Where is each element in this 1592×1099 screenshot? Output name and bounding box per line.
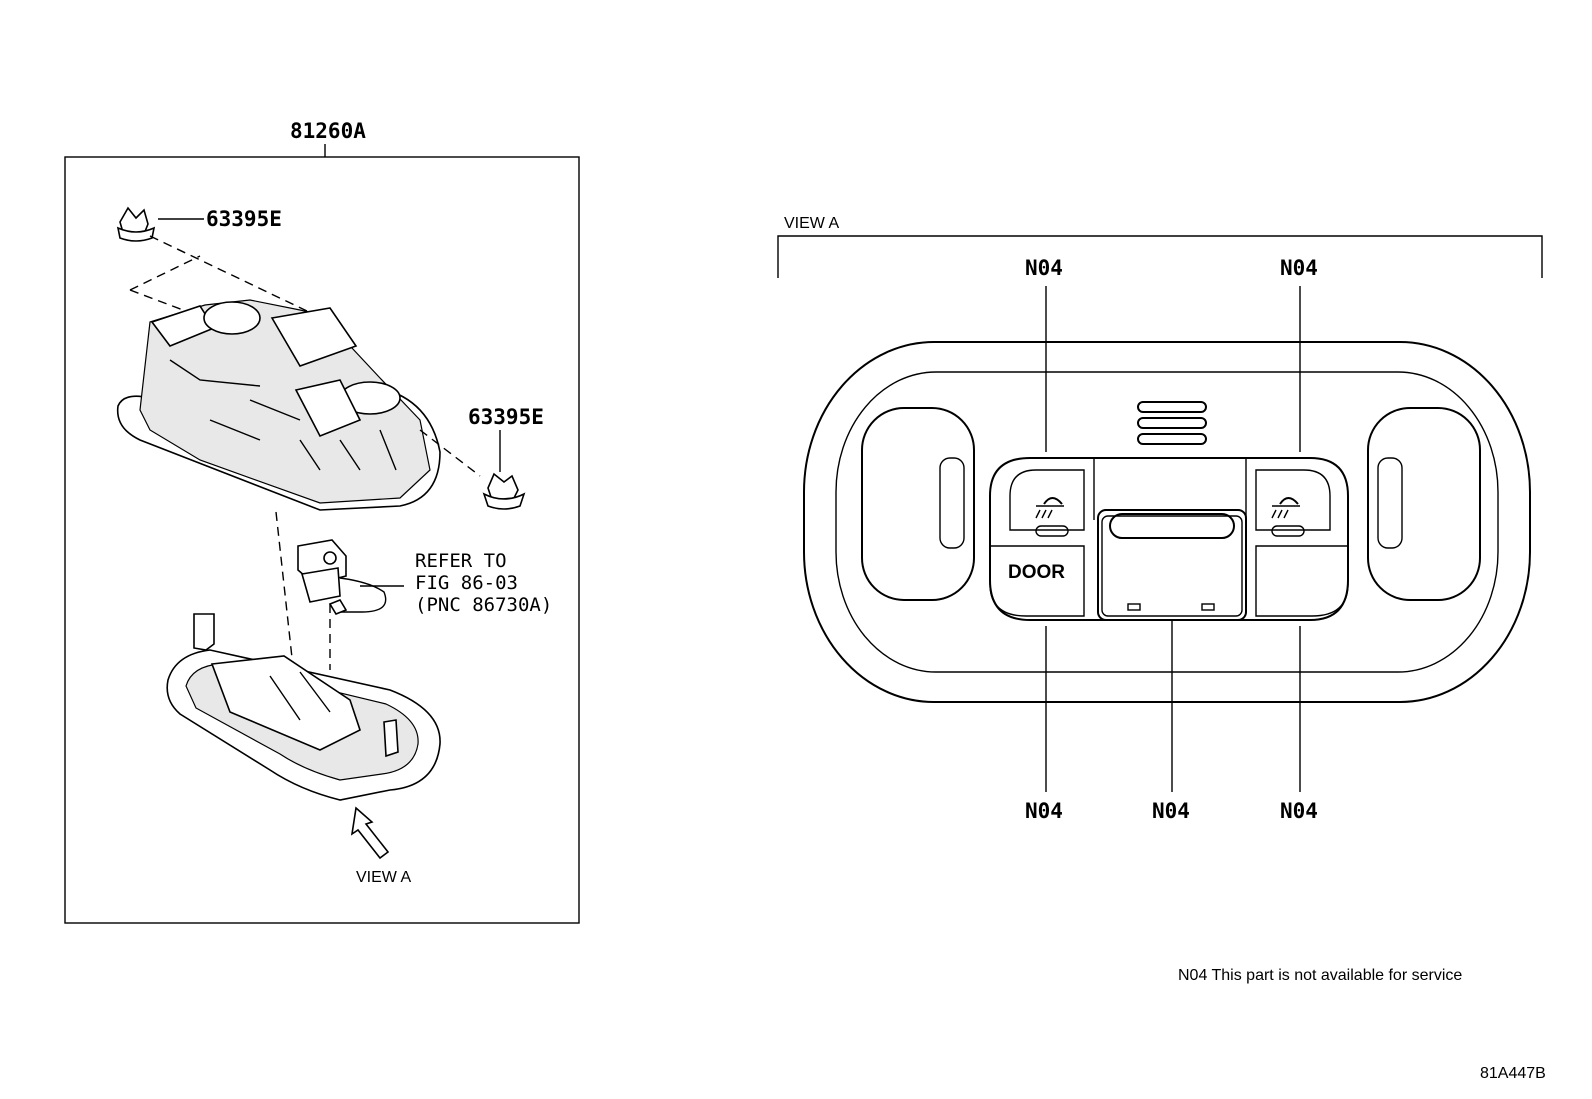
view-arrow-label[interactable]: VIEW A — [356, 869, 411, 886]
clip-upper-icon — [116, 206, 156, 242]
map-lamp-left — [861, 407, 975, 601]
refer-note-line3[interactable]: (PNC 86730A) — [415, 594, 552, 616]
callout-bottom-left[interactable]: N04 — [1025, 799, 1063, 823]
clip-right-icon — [482, 472, 526, 510]
center-dome-lamp — [1097, 509, 1247, 621]
clip-right-label[interactable]: 63395E — [468, 405, 544, 429]
lamp-lens — [166, 613, 441, 801]
callout-bottom-center[interactable]: N04 — [1152, 799, 1190, 823]
door-button-label: DOOR — [1008, 562, 1065, 583]
assembly-frame — [64, 156, 580, 924]
callout-bottom-right[interactable]: N04 — [1280, 799, 1318, 823]
door-button[interactable]: DOOR — [989, 545, 1085, 617]
view-title[interactable]: VIEW A — [784, 215, 839, 232]
microphone-grille-icon — [1137, 401, 1207, 445]
callout-top-left[interactable]: N04 — [1025, 256, 1063, 280]
view-bracket — [777, 235, 1543, 278]
refer-note-line1[interactable]: REFER TO — [415, 550, 507, 572]
footnote: N04 This part is not available for servi… — [1178, 967, 1462, 984]
callout-top-right[interactable]: N04 — [1280, 256, 1318, 280]
exploded-view: 81260A 63395E 63395E — [64, 119, 580, 924]
lamp-right-icon — [1271, 497, 1300, 519]
map-lamp-left-button[interactable] — [1009, 469, 1085, 537]
right-lower-button[interactable] — [1255, 545, 1349, 617]
clip-upper-label[interactable]: 63395E — [206, 207, 282, 231]
lamp-housing — [116, 299, 441, 511]
console-bezel-inner — [835, 371, 1499, 673]
view-a-panel: VIEW A — [777, 215, 1543, 823]
assembly-label[interactable]: 81260A — [290, 119, 366, 143]
map-lamp-right-button[interactable] — [1255, 469, 1331, 537]
bulb-socket-icon — [297, 539, 387, 615]
lamp-left-icon — [1035, 497, 1064, 519]
figure-code: 81A447B — [1480, 1065, 1546, 1082]
view-arrow-icon — [350, 806, 390, 860]
switch-panel — [989, 457, 1349, 621]
console-bezel-outer — [803, 341, 1531, 703]
map-lamp-right — [1367, 407, 1481, 601]
refer-note-line2[interactable]: FIG 86-03 — [415, 572, 518, 594]
